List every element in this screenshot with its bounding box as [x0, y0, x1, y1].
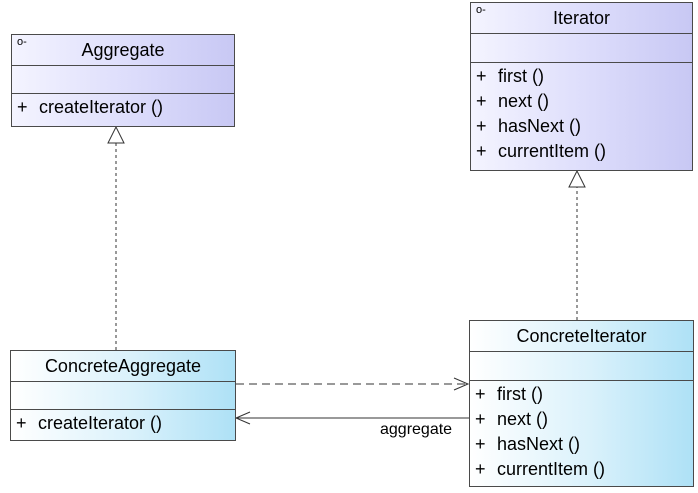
class-name: ConcreteAggregate: [44, 355, 202, 376]
methods-compartment: + createIterator (): [11, 410, 235, 436]
class-header: ConcreteAggregate: [11, 351, 235, 382]
method-row: + next (): [471, 89, 692, 114]
attributes-compartment: [470, 352, 693, 381]
association-arrowhead: [234, 411, 251, 425]
method-row: + first (): [471, 64, 692, 89]
attributes-compartment: [11, 382, 235, 410]
visibility-marker: +: [476, 66, 487, 86]
visibility-marker: +: [16, 413, 27, 433]
attributes-compartment: [12, 66, 234, 94]
class-name: Aggregate: [81, 39, 165, 60]
method-signature: createIterator (): [38, 413, 163, 433]
method-signature: currentItem (): [497, 459, 606, 479]
class-concrete-iterator[interactable]: ConcreteIterator + first () + next () + has…: [469, 320, 694, 487]
visibility-marker: +: [475, 384, 486, 404]
method-signature: first (): [498, 66, 544, 86]
class-name: ConcreteIterator: [516, 325, 647, 346]
method-signature: hasNext (): [498, 116, 582, 136]
method-row: + first (): [470, 382, 693, 407]
method-signature: next (): [498, 91, 550, 111]
attributes-compartment: [471, 34, 692, 63]
visibility-marker: +: [476, 116, 487, 136]
class-header: o- Aggregate: [12, 35, 234, 66]
method-row: + currentItem (): [471, 139, 692, 164]
method-row: + hasNext (): [471, 114, 692, 139]
visibility-marker: +: [475, 434, 486, 454]
method-row: + hasNext (): [470, 432, 693, 457]
methods-compartment: + first () + next () + hasNext () + currentI…: [470, 381, 693, 482]
visibility-marker: +: [476, 141, 487, 161]
method-row: + createIterator (): [12, 95, 234, 120]
class-name: Iterator: [552, 7, 611, 28]
realization-arrowhead-aggregate: [107, 125, 125, 144]
methods-compartment: + first () + next () + hasNext () + currentI…: [471, 63, 692, 164]
visibility-marker: +: [17, 97, 28, 117]
visibility-marker: +: [475, 409, 486, 429]
method-row: + next (): [470, 407, 693, 432]
method-signature: createIterator (): [39, 97, 164, 117]
class-header: o- Iterator: [471, 3, 692, 34]
method-signature: currentItem (): [498, 141, 607, 161]
visibility-marker: +: [475, 459, 486, 479]
method-signature: next (): [497, 409, 549, 429]
class-header: ConcreteIterator: [470, 321, 693, 352]
class-iterator[interactable]: o- Iterator + first () + next () + hasNext …: [470, 2, 693, 171]
visibility-marker: +: [476, 91, 487, 111]
method-signature: first (): [497, 384, 543, 404]
interface-icon: o-: [476, 4, 486, 16]
dependency-arrowhead: [453, 377, 470, 391]
class-aggregate[interactable]: o- Aggregate + createIterator (): [11, 34, 235, 127]
association-label: aggregate: [380, 421, 453, 438]
method-row: + createIterator (): [11, 411, 235, 436]
method-signature: hasNext (): [497, 434, 581, 454]
interface-icon: o-: [17, 36, 27, 48]
class-concrete-aggregate[interactable]: ConcreteAggregate + createIterator (): [10, 350, 236, 441]
realization-arrowhead-iterator: [568, 169, 586, 188]
methods-compartment: + createIterator (): [12, 94, 234, 120]
method-row: + currentItem (): [470, 457, 693, 482]
